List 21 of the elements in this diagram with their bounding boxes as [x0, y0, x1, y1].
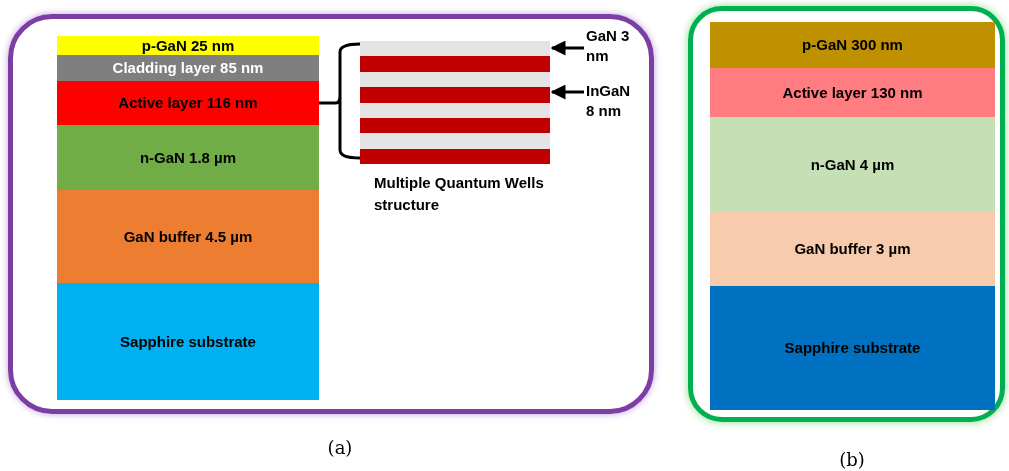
panel-outline: [8, 14, 654, 414]
panel-caption: (a): [326, 436, 354, 460]
active-layer: Active layer 130 nm: [710, 68, 995, 117]
structure-caption: Multiple Quantum Wells structure: [374, 173, 545, 215]
active-layer: Active layer 116 nm: [57, 81, 319, 125]
quantum-well-stack: [360, 41, 550, 164]
buffer-layer: GaN buffer 3 µm: [710, 212, 995, 286]
n-gan-layer: n-GaN 4 µm: [710, 117, 995, 212]
substrate-layer: Sapphire substrate: [57, 283, 319, 400]
buffer-layer: GaN buffer 4.5 µm: [57, 190, 319, 283]
panel-outline: [688, 6, 1005, 422]
layer-annotation: GaN 3 nm: [586, 24, 642, 68]
cladding-layer: Cladding layer 85 nm: [57, 55, 319, 81]
n-gan-layer: n-GaN 1.8 µm: [57, 125, 319, 190]
p-gan-layer: p-GaN 25 nm: [57, 36, 319, 55]
substrate-layer: Sapphire substrate: [710, 286, 995, 410]
p-gan-layer: p-GaN 300 nm: [710, 22, 995, 68]
panel-caption: (b): [838, 448, 866, 471]
arrow: [550, 40, 584, 56]
layer-annotation: InGaN 8 nm: [586, 78, 642, 124]
arrow: [550, 84, 584, 100]
